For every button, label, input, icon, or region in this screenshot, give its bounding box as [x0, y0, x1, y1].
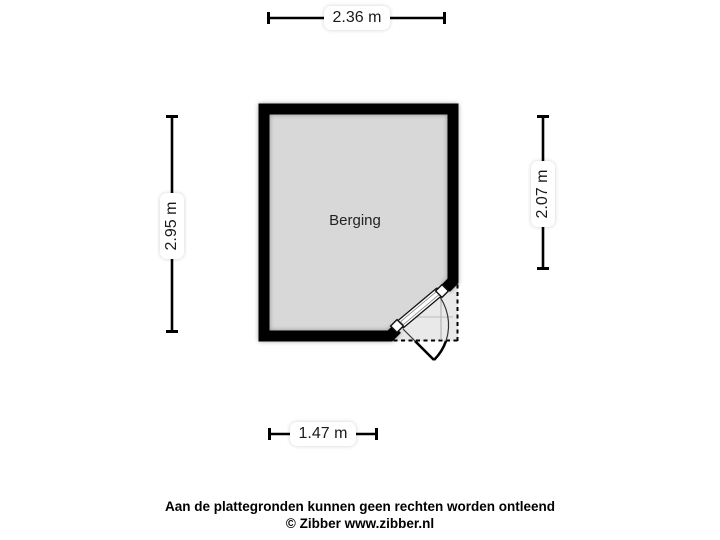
room-walls	[258, 103, 459, 342]
dimension-label-right: 2.07 m	[531, 161, 555, 227]
disclaimer-text: Aan de plattegronden kunnen geen rechten…	[164, 499, 556, 514]
room-name-label: Berging	[329, 212, 381, 229]
room-floor	[264, 109, 453, 338]
dimension-label-top: 2.36 m	[324, 6, 390, 30]
door-swing-arc-outer	[433, 340, 448, 361]
door-jamb-squares	[389, 283, 450, 334]
dimension-label-bottom: 1.47 m	[290, 422, 356, 446]
door-open-position-line	[402, 328, 416, 342]
copyright-text: © Zibber www.zibber.nl	[285, 516, 435, 531]
dimension-label-left: 2.95 m	[160, 193, 184, 259]
door-open-position-line-outer	[414, 340, 435, 361]
